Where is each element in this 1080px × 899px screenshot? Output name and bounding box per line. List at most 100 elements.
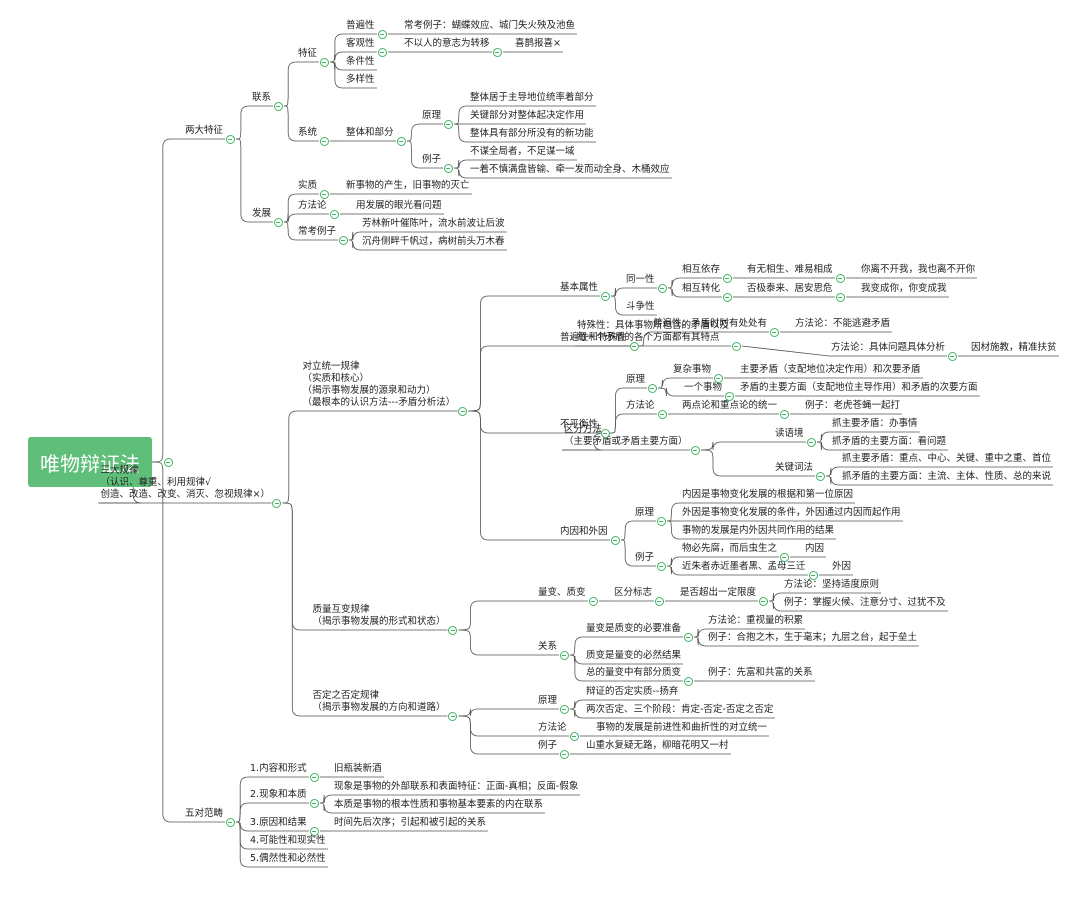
collapse-toggle-icon[interactable]	[657, 409, 667, 419]
node-ygsw-v[interactable]: 矛盾的主要方面（支配地位主导作用）和矛盾的次要方面	[740, 382, 978, 394]
collapse-toggle-icon[interactable]	[779, 409, 789, 419]
node-qfbz-ffl[interactable]: 方法论：坚持适度原则	[784, 579, 879, 591]
node-fc1[interactable]: 1.内容和形式	[250, 763, 307, 775]
node-lianxi[interactable]: 联系	[252, 92, 271, 104]
collapse-toggle-icon[interactable]	[319, 136, 329, 146]
collapse-toggle-icon[interactable]	[769, 327, 779, 337]
collapse-toggle-icon[interactable]	[835, 273, 845, 283]
node-ny3[interactable]: 事物的发展是内外因共同作用的结果	[682, 525, 834, 537]
node-fzsw[interactable]: 复杂事物	[673, 364, 711, 376]
node-keguan-2[interactable]: 喜鹊报喜×	[515, 38, 561, 50]
node-ffl-v[interactable]: 用发展的眼光看问题	[356, 200, 442, 212]
node-fc4[interactable]: 4.可能性和现实性	[250, 835, 326, 847]
node-ny-lz2t[interactable]: 外因	[832, 561, 851, 573]
node-qfbz[interactable]: 区分标志	[614, 587, 652, 599]
node-bp-ffl-ex[interactable]: 例子：老虎苍蝇一起打	[805, 400, 900, 412]
node-fd-yl[interactable]: 原理	[538, 695, 557, 707]
collapse-toggle-icon[interactable]	[396, 136, 406, 146]
node-keguan[interactable]: 客观性	[346, 38, 375, 50]
collapse-toggle-icon[interactable]	[722, 292, 732, 302]
collapse-toggle-icon[interactable]	[654, 596, 664, 606]
collapse-toggle-icon[interactable]	[758, 596, 768, 606]
collapse-toggle-icon[interactable]	[225, 134, 235, 144]
collapse-toggle-icon[interactable]	[309, 772, 319, 782]
node-tsx-ffl[interactable]: 方法论：具体问题具体分析	[831, 342, 945, 354]
node-fd-ffl-v[interactable]: 事物的发展是前进性和曲折性的对立统一	[596, 722, 767, 734]
node-pbx-v[interactable]: 普遍性：矛盾时时有处处有	[653, 318, 767, 330]
node-ny-yl[interactable]: 原理	[635, 507, 654, 519]
collapse-toggle-icon[interactable]	[713, 373, 723, 383]
collapse-toggle-icon[interactable]	[722, 273, 732, 283]
collapse-toggle-icon[interactable]	[443, 163, 453, 173]
node-xitong[interactable]: 系统	[298, 127, 317, 139]
node-tezheng[interactable]: 特征	[298, 48, 317, 60]
node-guanxi[interactable]: 关系	[538, 641, 557, 653]
node-fd-ffl[interactable]: 方法论	[538, 722, 567, 734]
node-ffl[interactable]: 方法论	[298, 200, 327, 212]
node-yl3[interactable]: 整体具有部分所没有的新功能	[470, 128, 594, 140]
collapse-toggle-icon[interactable]	[600, 291, 610, 301]
node-gx2[interactable]: 质变是量变的必然结果	[586, 650, 681, 662]
node-gjc[interactable]: 关键词法	[775, 462, 813, 474]
collapse-toggle-icon[interactable]	[559, 650, 569, 660]
node-dyj[interactable]: 读语境	[775, 428, 804, 440]
node-yl2[interactable]: 关键部分对整体起决定作用	[470, 110, 584, 122]
node-fc3[interactable]: 3.原因和结果	[250, 817, 307, 829]
collapse-toggle-icon[interactable]	[656, 561, 666, 571]
node-ny-lz2[interactable]: 近朱者赤近墨者黑、孟母三迁	[682, 561, 806, 573]
node-ckl1[interactable]: 芳林新叶催陈叶，流水前波让后波	[362, 218, 505, 230]
node-ny-lz[interactable]: 例子	[635, 552, 654, 564]
node-lbzb[interactable]: 量变、质变	[538, 587, 586, 599]
node-fazhan[interactable]: 发展	[252, 208, 271, 220]
node-dzx[interactable]: 斗争性	[626, 301, 655, 313]
node-gjc2[interactable]: 抓矛盾的主要方面：主流、主体、性质、总的来说	[842, 471, 1051, 483]
collapse-toggle-icon[interactable]	[808, 570, 818, 580]
node-gx1-ex[interactable]: 例子：合抱之木，生于毫末；九层之台，起于垒土	[708, 632, 917, 644]
collapse-toggle-icon[interactable]	[657, 283, 667, 293]
collapse-toggle-icon[interactable]	[600, 428, 610, 438]
collapse-toggle-icon[interactable]	[588, 596, 598, 606]
node-fd-yl2[interactable]: 两次否定、三个阶段：肯定-否定-否定之否定	[586, 704, 773, 716]
collapse-toggle-icon[interactable]	[492, 47, 502, 57]
node-dltl[interactable]: 对立统一规律（实质和核心）（揭示事物发展的源泉和动力）（最根本的认识方法---矛…	[303, 361, 456, 409]
collapse-toggle-icon[interactable]	[458, 406, 467, 416]
node-pbtsx[interactable]: 普遍性和特殊性	[560, 332, 627, 344]
collapse-toggle-icon[interactable]	[273, 101, 283, 111]
node-lz2[interactable]: 一着不慎满盘皆输、牵一发而动全身、木桶效应	[470, 164, 670, 176]
node-qfbz-v[interactable]: 是否超出一定限度	[680, 587, 756, 599]
node-dyj2[interactable]: 抓矛盾的主要方面：看问题	[832, 436, 946, 448]
node-jbsx[interactable]: 基本属性	[560, 282, 598, 294]
node-gx3-ex[interactable]: 例子：先富和共富的关系	[708, 667, 813, 679]
node-ygsw[interactable]: 一个事物	[684, 382, 722, 394]
node-pubian-ex[interactable]: 常考例子：蝴蝶效应、城门失火殃及池鱼	[404, 20, 575, 32]
node-ny1[interactable]: 内因是事物变化发展的根据和第一位原因	[682, 489, 853, 501]
node-xhyc-2[interactable]: 你离不开我，我也离不开你	[861, 264, 975, 276]
node-fc2-1[interactable]: 现象是事物的外部联系和表面特征：正面-真相；反面-假象	[334, 781, 578, 793]
node-fc2[interactable]: 2.现象和本质	[250, 789, 307, 801]
collapse-toggle-icon[interactable]	[309, 826, 319, 836]
collapse-toggle-icon[interactable]	[448, 625, 457, 635]
collapse-toggle-icon[interactable]	[329, 209, 339, 219]
collapse-toggle-icon[interactable]	[683, 632, 693, 642]
node-pbx-ffl[interactable]: 方法论：不能逃避矛盾	[795, 318, 890, 330]
node-fdzfd[interactable]: 否定之否定规律（揭示事物发展的方向和道路）	[313, 690, 446, 714]
collapse-toggle-icon[interactable]	[559, 749, 569, 759]
collapse-toggle-icon[interactable]	[683, 676, 693, 686]
node-zlhb[interactable]: 质量互变规律（揭示事物发展的形式和状态）	[313, 604, 446, 628]
node-keguan-1[interactable]: 不以人的意志为转移	[404, 38, 490, 50]
node-xhzh-2[interactable]: 我变成你，你变成我	[861, 283, 947, 295]
node-fd-lz-v[interactable]: 山重水复疑无路，柳暗花明又一村	[586, 740, 729, 752]
collapse-toggle-icon[interactable]	[559, 704, 569, 714]
collapse-toggle-icon[interactable]	[272, 498, 281, 508]
node-qffa[interactable]: 区分方法（主要矛盾或矛盾主要方面）	[564, 424, 688, 448]
node-ny-lz1t[interactable]: 内因	[805, 543, 824, 555]
collapse-toggle-icon[interactable]	[319, 57, 329, 67]
node-tsx-v[interactable]: 特殊性：具体事物所包含的矛盾以及每一个矛盾的各个方面都有其特点	[577, 320, 729, 344]
node-gx1-ffl[interactable]: 方法论：重视量的积累	[708, 615, 803, 627]
root-node[interactable]: 唯物辩证法	[28, 437, 152, 487]
node-fzsw-v[interactable]: 主要矛盾（支配地位决定作用）和次要矛盾	[740, 364, 921, 376]
node-ny2[interactable]: 外因是事物变化发展的条件，外因通过内因而起作用	[682, 507, 901, 519]
node-fd-yl1[interactable]: 辩证的否定实质--扬弃	[586, 686, 678, 698]
collapse-toggle-icon[interactable]	[647, 383, 657, 393]
node-bp-ffl[interactable]: 方法论	[626, 400, 655, 412]
